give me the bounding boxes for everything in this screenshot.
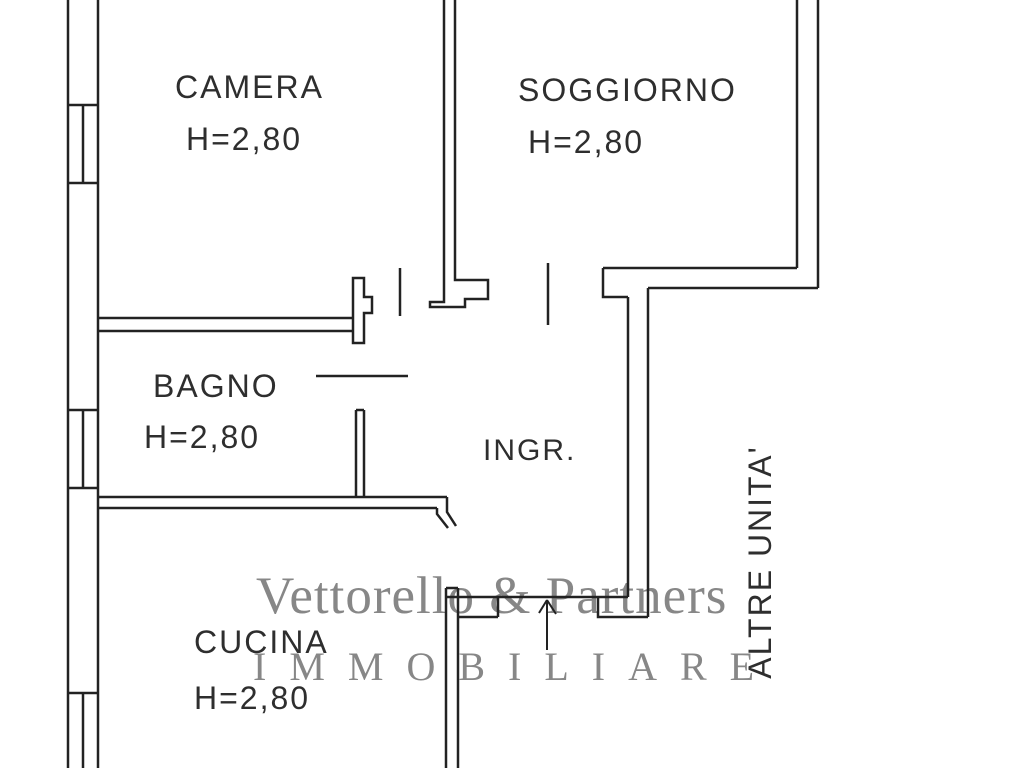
wall-camera-soggiorno <box>428 0 490 309</box>
door-leaf-cucina <box>435 497 458 529</box>
wall-bagno-cucina <box>98 495 447 510</box>
wall-entrance <box>446 595 628 619</box>
wall-camera-bagno <box>98 316 353 333</box>
room-height-soggiorno: H=2,80 <box>528 124 645 160</box>
window-symbol <box>68 103 98 185</box>
room-label-bagno: BAGNO <box>153 368 279 404</box>
window-symbol <box>68 408 98 490</box>
room-label-altre-unita: ALTRE UNITA' <box>742 445 778 679</box>
watermark-agency-tagline: IMMOBILIARE <box>253 644 778 689</box>
door-jamb <box>351 276 374 345</box>
room-height-bagno: H=2,80 <box>144 419 261 455</box>
room-label-ingresso: INGR. <box>483 434 577 467</box>
wall-left-exterior <box>66 0 100 768</box>
wall-soggiorno-right <box>795 0 820 288</box>
room-label-camera: CAMERA <box>175 69 324 105</box>
window-symbol <box>68 691 98 768</box>
wall-soggiorno-bottom <box>601 266 818 299</box>
room-height-camera: H=2,80 <box>186 121 303 157</box>
wall-cucina-right <box>444 586 460 768</box>
wall-corridor-right <box>596 288 650 619</box>
wall-bagno-right <box>354 408 366 497</box>
room-label-cucina: CUCINA <box>194 624 329 660</box>
entrance-arrow-icon <box>538 599 557 650</box>
room-label-soggiorno: SOGGIORNO <box>518 72 737 108</box>
room-height-cucina: H=2,80 <box>194 680 311 716</box>
